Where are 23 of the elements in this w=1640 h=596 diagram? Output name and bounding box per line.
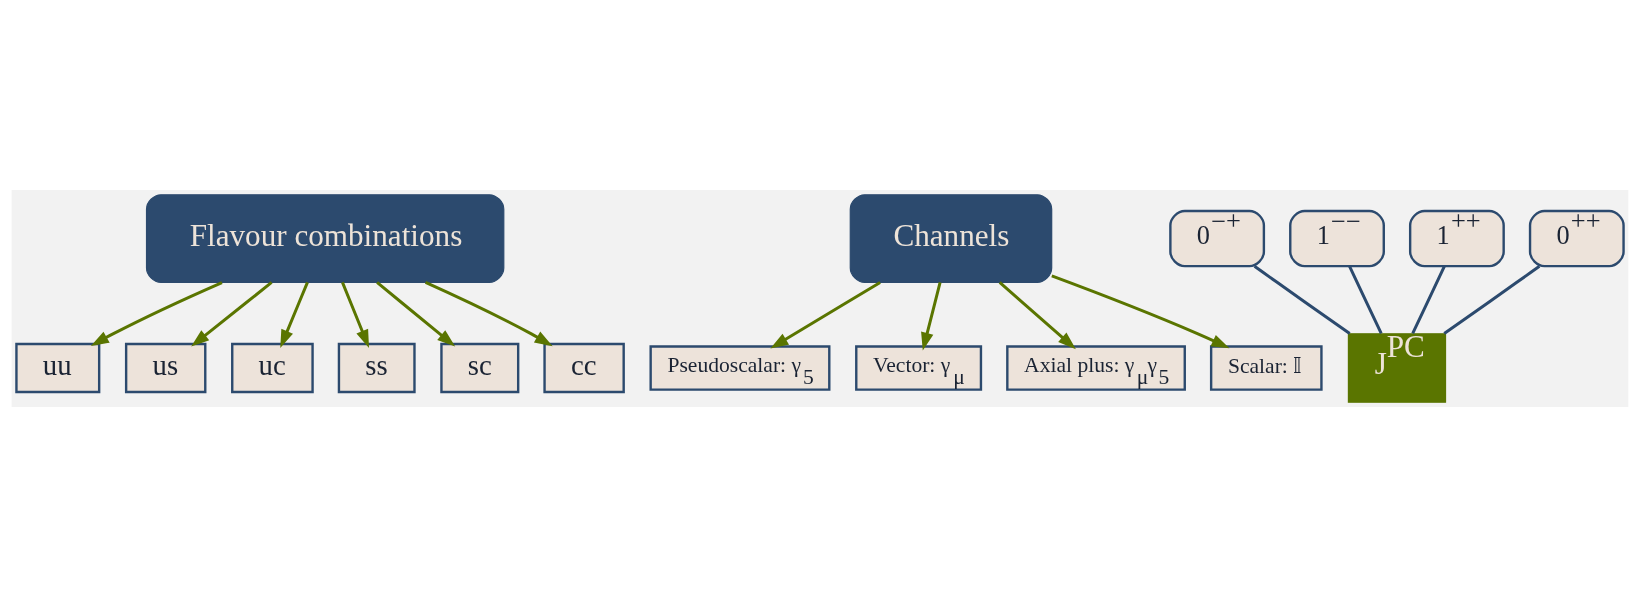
connector [1411,265,1446,334]
node-box: Flavour combinations [145,193,505,283]
node-box: Scalar: 𝕀 [1209,344,1323,391]
node-box: uu [15,342,101,393]
arrow [921,281,942,351]
arrow [90,280,223,346]
arrow [280,281,309,348]
connector [1253,264,1351,335]
connector [1348,265,1383,334]
arrow [191,280,273,347]
arrow [424,280,553,346]
arrow [376,280,456,347]
arrow [341,281,370,348]
arrow [1051,274,1230,348]
node-box: Channels [849,193,1053,283]
node-box: us [124,342,207,393]
connector [1443,264,1541,335]
node-box: uc [231,342,314,393]
node-box: ss [337,342,416,393]
arrow [998,280,1076,349]
arrow [770,280,881,349]
node-box: sc [440,342,520,393]
node-box: cc [543,342,625,393]
